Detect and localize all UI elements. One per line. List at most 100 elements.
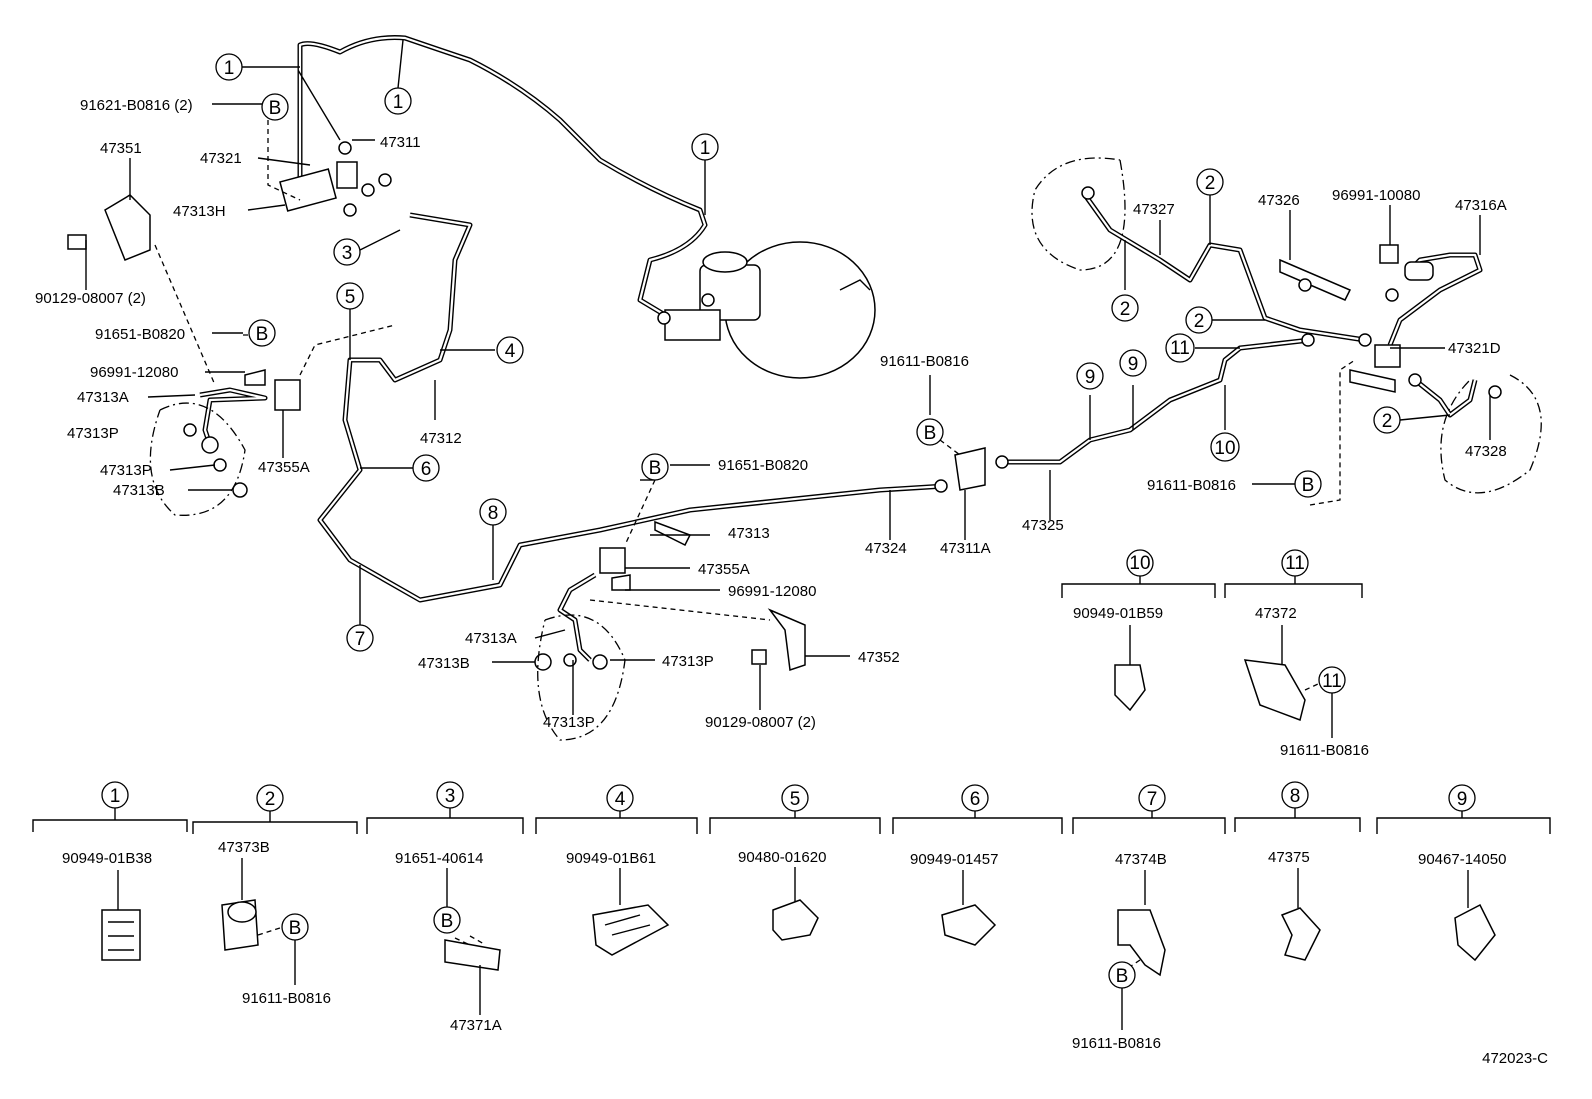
callout-b1: B bbox=[261, 93, 289, 121]
svg-text:47374B: 47374B bbox=[1115, 851, 1167, 868]
svg-text:91611-B0816: 91611-B0816 bbox=[242, 990, 331, 1007]
pn-96991-10080: 96991-10080 bbox=[1332, 187, 1420, 204]
callout-1c: 1 bbox=[691, 133, 719, 161]
pn-47327: 47327 bbox=[1133, 201, 1175, 218]
brake-pipes bbox=[199, 35, 1483, 662]
svg-text:B: B bbox=[441, 911, 454, 932]
svg-text:2: 2 bbox=[265, 789, 276, 810]
detail-11: 11 47372 11 91611-B0816 bbox=[1224, 549, 1369, 759]
callout-b5: B bbox=[1294, 470, 1322, 498]
callout-3: 3 bbox=[333, 238, 361, 266]
svg-text:2: 2 bbox=[1205, 173, 1216, 194]
callout-2d: 2 bbox=[1373, 406, 1401, 434]
detail-10: 10 90949-01B59 bbox=[1061, 549, 1216, 712]
svg-text:3: 3 bbox=[342, 243, 353, 264]
detail-row: 1 90949-01B38 2 47373B B 91611-B0816 bbox=[32, 781, 1551, 1052]
diagram-code: 472023-C bbox=[1482, 1050, 1548, 1067]
pn-47321: 47321 bbox=[200, 150, 242, 167]
svg-text:4: 4 bbox=[505, 341, 516, 362]
svg-text:7: 7 bbox=[355, 629, 366, 650]
pn-47355a: 47355A bbox=[258, 459, 310, 476]
svg-text:11: 11 bbox=[1322, 671, 1342, 692]
pn-91651-b0820-2: 91651-B0820 bbox=[718, 457, 808, 474]
detail-4: 4 90949-01B61 bbox=[535, 784, 698, 956]
callout-8: 8 bbox=[479, 498, 507, 526]
callout-5: 5 bbox=[336, 282, 364, 310]
pn-47311: 47311 bbox=[380, 134, 421, 151]
callout-2b: 2 bbox=[1111, 294, 1139, 322]
svg-text:11: 11 bbox=[1170, 338, 1190, 359]
guide-lines bbox=[149, 120, 1542, 741]
pn-47313p-4: 47313P bbox=[543, 714, 595, 731]
pn-47326: 47326 bbox=[1258, 192, 1300, 209]
pn-47313p-3: 47313P bbox=[662, 653, 714, 670]
svg-text:8: 8 bbox=[1290, 786, 1301, 807]
pn-91651-b0820: 91651-B0820 bbox=[95, 326, 185, 343]
fittings bbox=[67, 141, 1502, 672]
pn-47325: 47325 bbox=[1022, 517, 1064, 534]
pn-91611-b0816-3: 91611-B0816 bbox=[1280, 742, 1369, 759]
callout-b4: B bbox=[916, 418, 944, 446]
pn-47313b: 47313B bbox=[113, 482, 165, 499]
pn-47352: 47352 bbox=[858, 649, 900, 666]
pn-96991-12080: 96991-12080 bbox=[90, 364, 178, 381]
pn-47312: 47312 bbox=[420, 430, 462, 447]
callout-4: 4 bbox=[496, 336, 524, 364]
svg-text:6: 6 bbox=[421, 459, 432, 480]
svg-text:B: B bbox=[649, 458, 662, 479]
callouts-main: 1 1 1 2 2 2 2 3 4 5 6 7 8 9 9 10 11 B B … bbox=[215, 53, 1401, 652]
svg-text:47373B: 47373B bbox=[218, 839, 270, 856]
svg-text:8: 8 bbox=[488, 503, 499, 524]
detail-1: 1 90949-01B38 bbox=[32, 781, 188, 961]
svg-text:5: 5 bbox=[345, 287, 356, 308]
pn-47313a: 47313A bbox=[77, 389, 129, 406]
svg-text:2: 2 bbox=[1194, 311, 1205, 332]
pn-90129-08007: 90129-08007 (2) bbox=[35, 290, 146, 307]
svg-text:9: 9 bbox=[1457, 789, 1468, 810]
svg-text:90949-01457: 90949-01457 bbox=[910, 851, 998, 868]
pn-91611-b0816: 91611-B0816 bbox=[880, 353, 969, 370]
callout-1a: 1 bbox=[215, 53, 243, 81]
callout-2c: 2 bbox=[1185, 306, 1213, 334]
svg-text:47371A: 47371A bbox=[450, 1017, 502, 1034]
svg-text:B: B bbox=[924, 423, 937, 444]
callout-2a: 2 bbox=[1196, 168, 1224, 196]
detail-3: 3 91651-40614 B 47371A bbox=[366, 781, 524, 1034]
svg-text:5: 5 bbox=[790, 789, 801, 810]
svg-text:90467-14050: 90467-14050 bbox=[1418, 851, 1506, 868]
svg-text:90480-01620: 90480-01620 bbox=[738, 849, 826, 866]
callout-11: 11 bbox=[1165, 333, 1195, 363]
pn-47324: 47324 bbox=[865, 540, 907, 557]
pn-91621-b0816: 91621-B0816 (2) bbox=[80, 97, 193, 114]
pn-47313: 47313 bbox=[728, 525, 770, 542]
brake-booster-master-cylinder bbox=[657, 241, 876, 379]
pn-91611-b0816-2: 91611-B0816 bbox=[1147, 477, 1236, 494]
svg-text:B: B bbox=[269, 98, 282, 119]
pn-47313p: 47313P bbox=[67, 425, 119, 442]
pn-47313b-2: 47313B bbox=[418, 655, 470, 672]
svg-text:6: 6 bbox=[970, 789, 981, 810]
leader-lines bbox=[85, 39, 1491, 715]
pn-47372: 47372 bbox=[1255, 605, 1297, 622]
callout-9b: 9 bbox=[1119, 349, 1147, 377]
pn-47355a-2: 47355A bbox=[698, 561, 750, 578]
callout-1b: 1 bbox=[384, 87, 412, 115]
svg-text:2: 2 bbox=[1120, 299, 1131, 320]
pn-47313a-2: 47313A bbox=[465, 630, 517, 647]
svg-text:B: B bbox=[1302, 475, 1315, 496]
svg-text:B: B bbox=[289, 918, 302, 939]
svg-text:91611-B0816: 91611-B0816 bbox=[1072, 1035, 1161, 1052]
callout-10: 10 bbox=[1210, 432, 1240, 462]
svg-text:2: 2 bbox=[1382, 411, 1393, 432]
pn-47328: 47328 bbox=[1465, 443, 1507, 460]
callout-6: 6 bbox=[412, 454, 440, 482]
pn-47311a: 47311A bbox=[940, 540, 991, 557]
svg-text:3: 3 bbox=[445, 786, 456, 807]
svg-text:1: 1 bbox=[700, 138, 711, 159]
svg-text:4: 4 bbox=[615, 789, 626, 810]
svg-text:91651-40614: 91651-40614 bbox=[395, 850, 483, 867]
callout-7: 7 bbox=[346, 624, 374, 652]
pn-90949-01b59: 90949-01B59 bbox=[1073, 605, 1163, 622]
detail-8: 8 47375 bbox=[1234, 781, 1361, 961]
